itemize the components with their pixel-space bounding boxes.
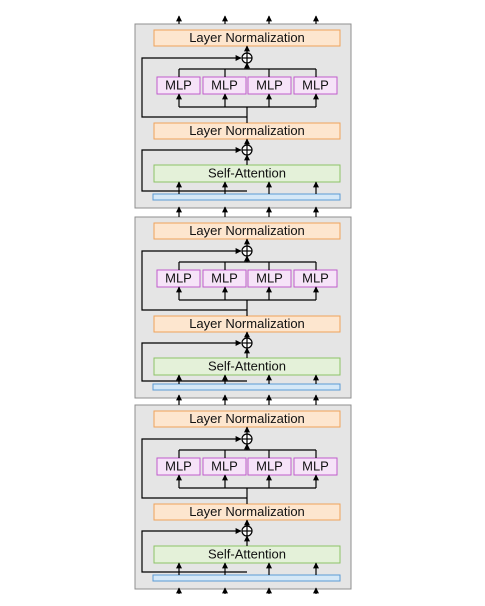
- mlp-expert-4-label: MLP: [302, 458, 329, 473]
- residual-add-top: [241, 433, 253, 445]
- residual-skip-attention: [141, 528, 247, 573]
- self-attention-label: Self-Attention: [208, 165, 286, 180]
- residual-skip-mlp: [141, 436, 247, 499]
- layernorm-top-label: Layer Normalization: [189, 223, 305, 238]
- token-embedding-bar: [152, 574, 341, 582]
- residual-skip-mlp: [141, 248, 247, 311]
- layernorm-middle-label: Layer Normalization: [189, 504, 305, 519]
- mlp-expert-1-label: MLP: [165, 77, 192, 92]
- self-attention-label: Self-Attention: [208, 546, 286, 561]
- self-attention-label: Self-Attention: [208, 358, 286, 373]
- layernorm-middle-label: Layer Normalization: [189, 316, 305, 331]
- residual-skip-attention: [141, 340, 247, 382]
- residual-add-middle: [241, 525, 253, 537]
- mlp-expert-1-label: MLP: [165, 270, 192, 285]
- mlp-expert-4-label: MLP: [302, 270, 329, 285]
- mlp-expert-2-label: MLP: [211, 458, 238, 473]
- residual-add-top: [241, 245, 253, 257]
- residual-skip-mlp: [141, 55, 247, 118]
- layernorm-top-label: Layer Normalization: [189, 411, 305, 426]
- token-embedding-bar: [152, 193, 341, 201]
- layernorm-middle-label: Layer Normalization: [189, 123, 305, 138]
- residual-add-top: [241, 52, 253, 64]
- mlp-expert-4-label: MLP: [302, 77, 329, 92]
- residual-skip-attention: [141, 147, 247, 192]
- token-embedding-bar: [152, 383, 341, 391]
- mlp-expert-3-label: MLP: [256, 458, 283, 473]
- mlp-expert-3-label: MLP: [256, 270, 283, 285]
- residual-add-middle: [241, 144, 253, 156]
- mlp-expert-2-label: MLP: [211, 270, 238, 285]
- mlp-expert-3-label: MLP: [256, 77, 283, 92]
- mlp-expert-1-label: MLP: [165, 458, 192, 473]
- residual-add-middle: [241, 337, 253, 349]
- mlp-expert-2-label: MLP: [211, 77, 238, 92]
- layernorm-top-label: Layer Normalization: [189, 30, 305, 45]
